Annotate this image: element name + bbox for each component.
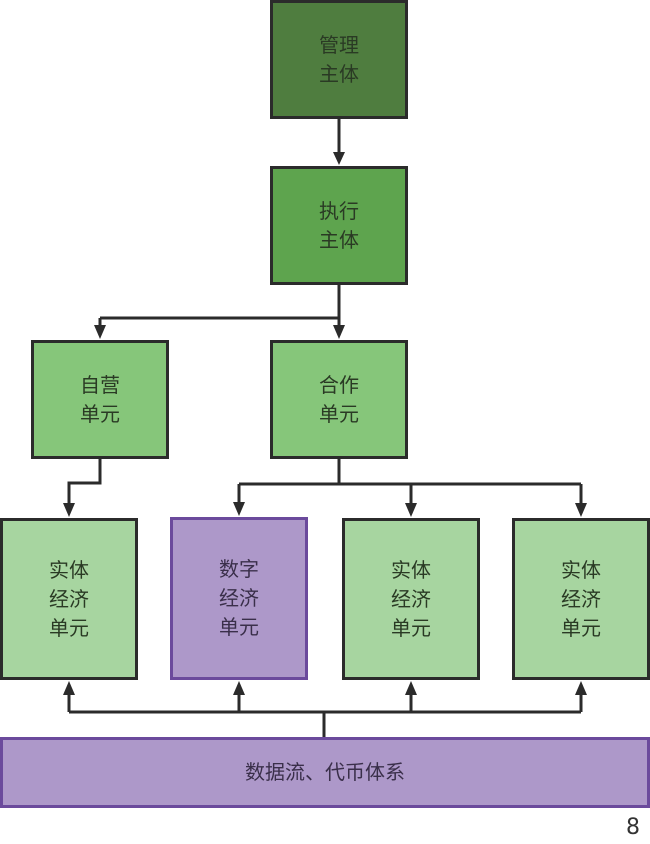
edge-dataflow-trunk [69, 710, 581, 738]
node-label: 管理 主体 [319, 32, 359, 86]
arrowhead [233, 502, 245, 516]
arrowhead [333, 325, 345, 339]
node-execution-subject: 执行 主体 [270, 166, 408, 285]
arrowhead [233, 681, 245, 695]
node-label: 自营 单元 [80, 372, 120, 426]
arrowhead [575, 503, 587, 517]
arrowhead [405, 503, 417, 517]
node-label: 实体 经济 单元 [49, 557, 89, 640]
node-self-operated-unit: 自营 单元 [31, 340, 169, 459]
node-digital-economy-unit: 数字 经济 单元 [170, 517, 308, 680]
node-physical-economy-unit-1: 实体 经济 单元 [0, 518, 138, 680]
node-label: 执行 主体 [319, 198, 359, 252]
node-cooperative-unit: 合作 单元 [270, 340, 408, 459]
arrowhead [63, 681, 75, 695]
node-label: 数字 经济 单元 [219, 557, 259, 639]
node-label: 数据流、代币体系 [245, 760, 405, 784]
page-number: 8 [626, 815, 640, 840]
edge-coop-split [239, 458, 581, 486]
arrowhead [94, 325, 106, 339]
node-physical-economy-unit-3: 实体 经济 单元 [512, 518, 650, 680]
arrowhead [575, 681, 587, 695]
arrowhead [63, 503, 75, 517]
node-label: 实体 经济 单元 [561, 557, 601, 640]
arrowhead [405, 681, 417, 695]
node-label: 实体 经济 单元 [391, 557, 431, 640]
arrowhead [333, 152, 345, 165]
node-physical-economy-unit-2: 实体 经济 单元 [342, 518, 480, 680]
edge-self-physical1 [67, 458, 102, 510]
edge-execution-split [100, 284, 341, 320]
node-label: 合作 单元 [319, 372, 359, 426]
node-data-flow-token-system: 数据流、代币体系 [0, 737, 650, 808]
node-management-subject: 管理 主体 [270, 0, 408, 119]
